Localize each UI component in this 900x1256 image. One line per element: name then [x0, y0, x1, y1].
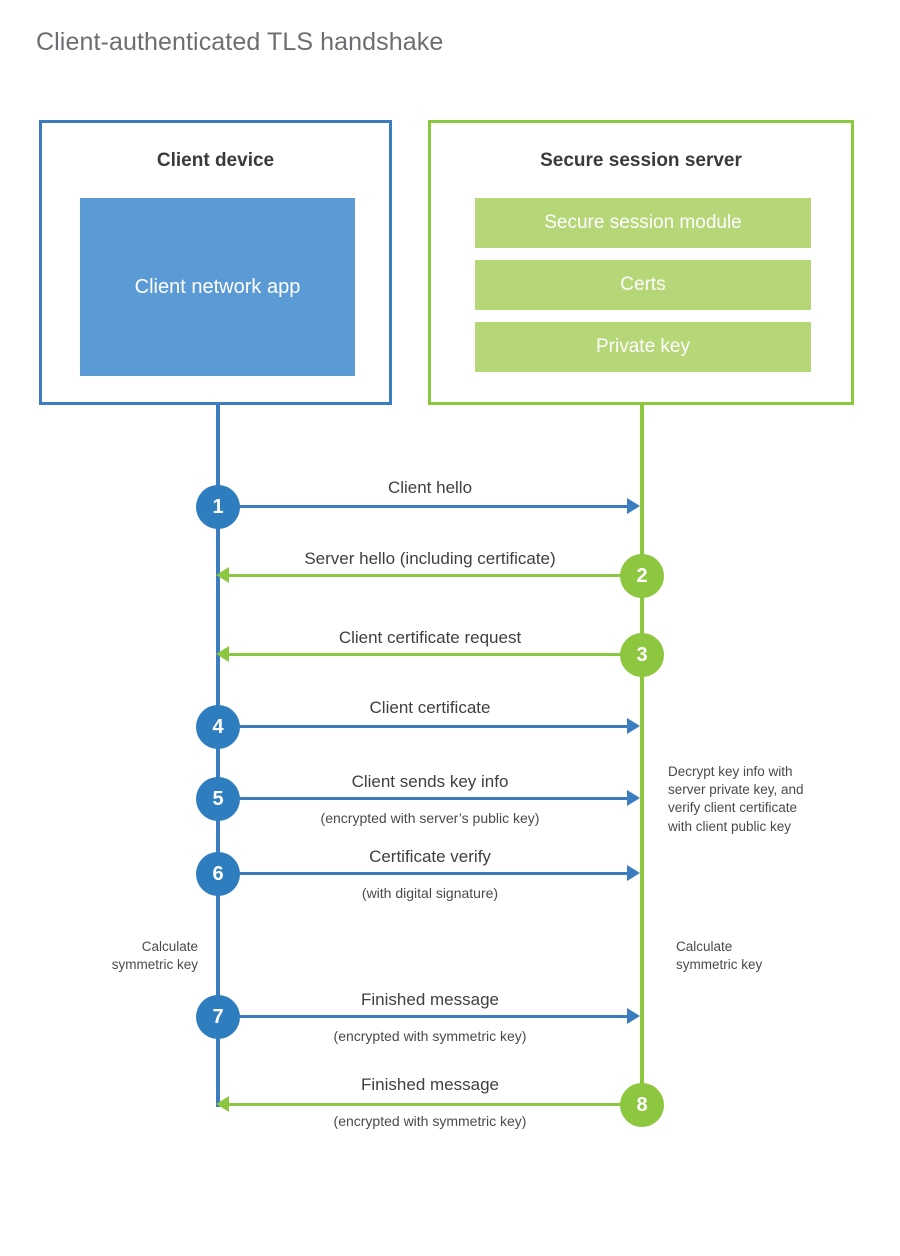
step-6-arrow-line [218, 872, 629, 875]
step-1-label: Client hello [387, 478, 473, 497]
step-7-arrow-head [627, 1008, 640, 1024]
step-6-marker: 6 [196, 852, 240, 896]
step-2-label: Server hello (including certificate) [304, 549, 556, 568]
client-network-app-block: Client network app [80, 198, 355, 376]
step-5-arrow-line [218, 797, 629, 800]
step-4-arrow-line [218, 725, 629, 728]
step-7-marker: 7 [196, 995, 240, 1039]
step-8-marker: 8 [620, 1083, 664, 1127]
step-4-arrow-head [627, 718, 640, 734]
server-calculate-symmetric-key-annotation: Calculate symmetric key [676, 939, 763, 973]
step-5-arrow-head [627, 790, 640, 806]
step-3-arrow-line [229, 653, 640, 656]
step-5-label: Client sends key info [351, 772, 509, 791]
step-5-sublabel: (encrypted with server’s public key) [320, 810, 540, 826]
client-device-title: Client device [156, 150, 275, 171]
server-component-certs: Certs [475, 260, 811, 310]
step-7-label: Finished message [361, 990, 499, 1009]
step-6-arrow-head [627, 865, 640, 881]
step-5-marker: 5 [196, 777, 240, 821]
step-1-arrow-line [218, 505, 629, 508]
client-calculate-symmetric-key-annotation: Calculate symmetric key [111, 939, 198, 973]
step-1-arrow-head [627, 498, 640, 514]
secure-session-server-box: Secure session server Secure session mod… [428, 120, 854, 405]
step-8-arrow-head [216, 1096, 229, 1112]
step-4-marker: 4 [196, 705, 240, 749]
step-3-arrow-head [216, 646, 229, 662]
server-components-list: Secure session module Certs Private key [475, 198, 811, 372]
step-8-arrow-line [229, 1103, 640, 1106]
step-3-marker: 3 [620, 633, 664, 677]
secure-session-server-title: Secure session server [540, 150, 742, 171]
step-8-sublabel: (encrypted with symmetric key) [333, 1113, 527, 1129]
client-lifeline [216, 405, 220, 1107]
step-8-label: Finished message [361, 1075, 499, 1094]
step-4-label: Client certificate [369, 698, 491, 717]
step-7-sublabel: (encrypted with symmetric key) [333, 1028, 527, 1044]
client-device-box: Client device Client network app [39, 120, 392, 405]
step-2-arrow-head [216, 567, 229, 583]
step-3-label: Client certificate request [338, 628, 522, 647]
step-1-marker: 1 [196, 485, 240, 529]
page-title: Client-authenticated TLS handshake [36, 28, 444, 56]
step-7-arrow-line [218, 1015, 629, 1018]
step-6-sublabel: (with digital signature) [361, 885, 499, 901]
server-lifeline [640, 405, 644, 1107]
server-decrypt-annotation: Decrypt key info with server private key… [668, 764, 804, 834]
server-component-secure-session-module: Secure session module [475, 198, 811, 248]
server-component-private-key: Private key [475, 322, 811, 372]
step-2-arrow-line [229, 574, 640, 577]
step-6-label: Certificate verify [369, 847, 491, 866]
step-2-marker: 2 [620, 554, 664, 598]
